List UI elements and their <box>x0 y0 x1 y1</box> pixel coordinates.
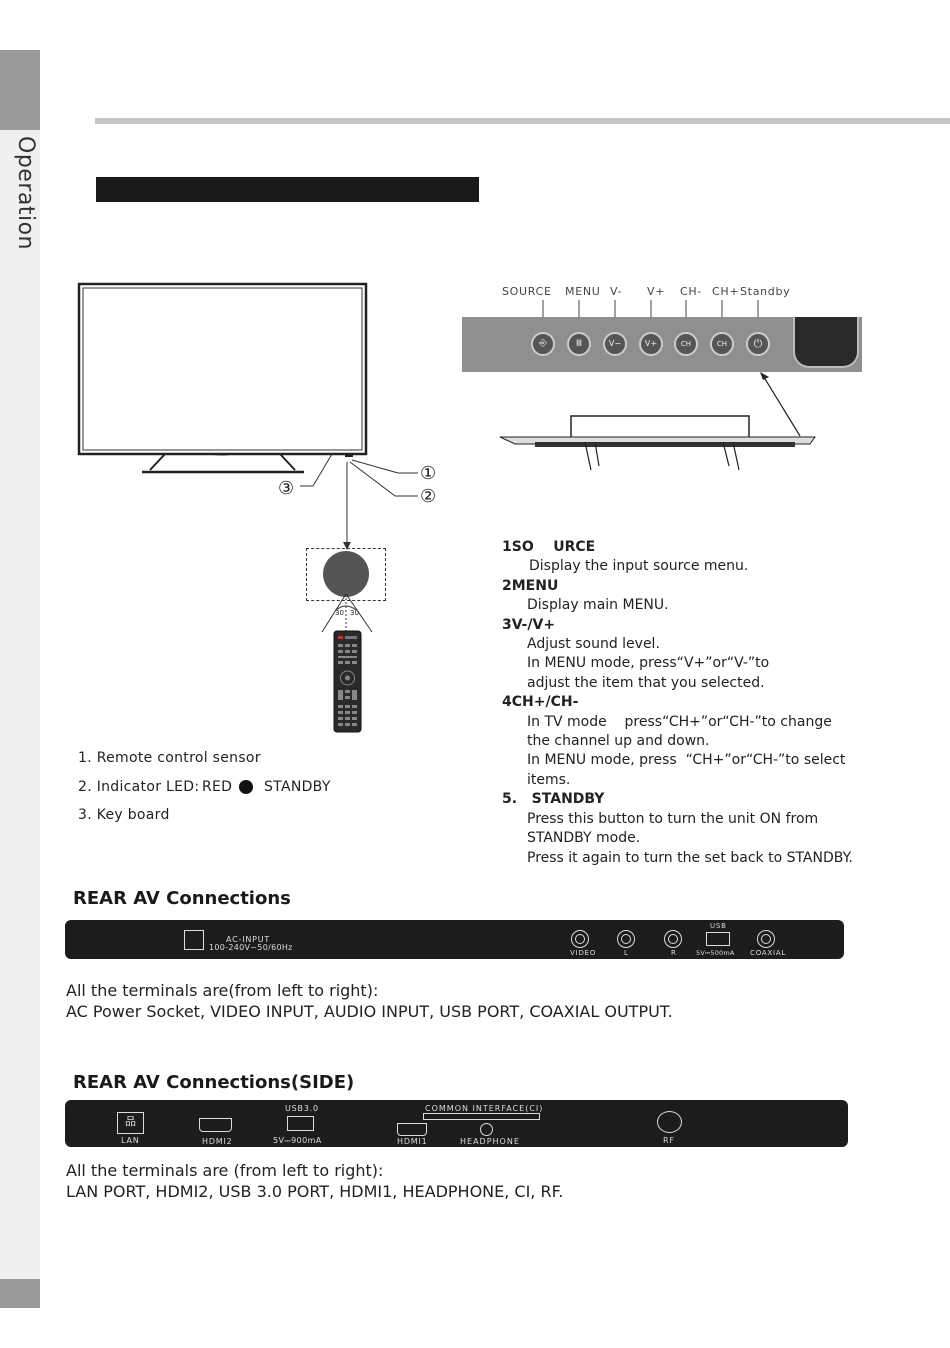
hdmi2-port <box>199 1118 232 1132</box>
section-title: Operation <box>13 136 38 250</box>
usb-rating-label: 5V⎓500mA <box>696 949 735 957</box>
header-rule <box>95 118 950 124</box>
rear-section-title: REAR AV Connections <box>73 888 291 909</box>
rear-desc-line2: AC Power Socket, VIDEO INPUT, AUDIO INPU… <box>66 1002 673 1021</box>
coaxial-jack <box>757 930 775 948</box>
desc-line: In MENU mode, press“V+”or“V-”to <box>527 655 770 672</box>
callout-lines <box>300 453 418 550</box>
led-state-label: STANDBY <box>264 779 331 795</box>
video-jack <box>571 930 589 948</box>
sidebar-tab <box>0 50 40 130</box>
usb-label: USB <box>710 922 727 930</box>
callout-3: ③ <box>278 478 295 499</box>
label-vol-up: V+ <box>647 285 666 298</box>
desc-line: Display the input source menu. <box>529 558 749 575</box>
standby-button[interactable]: ⏻ <box>746 332 770 356</box>
label-ch-up: CH+ <box>712 285 740 298</box>
headphone-label: HEADPHONE <box>460 1137 520 1146</box>
desc-line: items. <box>527 771 571 788</box>
hdmi1-port <box>397 1123 427 1136</box>
led-color-label: RED <box>202 779 233 795</box>
coaxial-label: COAXIAL <box>750 949 787 957</box>
side-panel <box>65 1100 848 1147</box>
audio-r-label: R <box>671 949 677 957</box>
rear-desc-line1: All the terminals are(from left to right… <box>66 981 379 1000</box>
callout-1: ① <box>420 463 437 484</box>
sensor-angle-left: 30 <box>335 609 344 617</box>
desc-line: adjust the item that you selected. <box>527 674 765 691</box>
audio-r-jack <box>664 930 682 948</box>
desc-heading-menu: 2MENU <box>502 577 559 594</box>
label-menu: MENU <box>565 285 601 298</box>
side-desc-line1: All the terminals are (from left to righ… <box>66 1161 384 1180</box>
audio-l-label: L <box>624 949 629 957</box>
usb3-rating-label: 5V⎓900mA <box>273 1136 322 1145</box>
desc-heading-volume: 3V-/V+ <box>502 616 556 633</box>
channel-down-button[interactable]: CH <box>674 332 698 356</box>
rf-jack <box>657 1111 682 1133</box>
desc-heading-standby: 5. STANDBY <box>502 791 605 808</box>
label-vol-down: V- <box>610 285 623 298</box>
sidebar-strip <box>0 130 40 1280</box>
tv-front-diagram <box>77 282 368 474</box>
ac-input-label: AC-INPUT <box>226 935 271 944</box>
remote-control-illustration <box>333 630 362 733</box>
hdmi2-label: HDMI2 <box>202 1137 233 1146</box>
hdmi1-label: HDMI1 <box>397 1137 428 1146</box>
desc-line: Adjust sound level. <box>527 636 660 653</box>
sensor-detail-box <box>306 548 386 601</box>
video-label: VIDEO <box>570 949 597 957</box>
label-source: SOURCE <box>502 285 552 298</box>
label-ch-down: CH- <box>680 285 703 298</box>
desc-line: In MENU mode, press “CH+”or“CH-”to selec… <box>527 752 846 769</box>
lan-label: LAN <box>121 1136 140 1145</box>
lan-port-icon: 品 <box>117 1112 144 1134</box>
sensor-angle-right: 30 <box>350 609 359 617</box>
section-bar <box>96 177 479 202</box>
desc-line: In TV mode press“CH+”or“CH-”to change <box>527 713 832 730</box>
label-standby: Standby <box>740 285 791 298</box>
audio-l-jack <box>617 930 635 948</box>
front-part-1: 1. Remote control sensor <box>78 750 261 766</box>
ac-rating-label: 100-240V~50/60Hz <box>209 943 293 952</box>
ci-slot <box>423 1113 540 1120</box>
desc-line: Press this button to turn the unit ON fr… <box>527 810 819 827</box>
side-desc-line2: LAN PORT, HDMI2, USB 3.0 PORT, HDMI1, HE… <box>66 1182 564 1201</box>
desc-line: STANDBY mode. <box>527 830 641 847</box>
channel-up-button[interactable]: CH <box>710 332 734 356</box>
usb3-label: USB3.0 <box>285 1104 319 1113</box>
volume-down-button[interactable]: V− <box>603 332 627 356</box>
desc-line: Display main MENU. <box>527 597 669 614</box>
button-descriptions: 1SO URCE Display the input source menu. … <box>502 538 942 868</box>
volume-up-button[interactable]: V+ <box>639 332 663 356</box>
usb3-port <box>287 1116 314 1131</box>
sensor-angle-lines <box>321 593 373 633</box>
front-part-2: 2. Indicator LED: <box>78 779 200 795</box>
desc-heading-channel: 4CH+/CH- <box>502 694 579 711</box>
menu-button[interactable]: Ⅲ <box>567 332 591 356</box>
ac-socket <box>184 930 204 950</box>
page-number-tab <box>0 1279 40 1308</box>
rear-panel <box>65 920 844 959</box>
callout-2: ② <box>420 486 437 507</box>
headphone-jack <box>480 1123 493 1136</box>
usb-port <box>706 932 730 946</box>
side-section-title: REAR AV Connections(SIDE) <box>73 1072 355 1093</box>
remote-sensor-window <box>323 551 369 597</box>
source-button[interactable]: ⎆ <box>531 332 555 356</box>
rf-label: RF <box>663 1136 675 1145</box>
led-dot-icon <box>239 780 253 794</box>
tv-bottom-diagram <box>499 372 816 471</box>
control-panel-bezel <box>793 317 859 368</box>
front-part-3: 3. Key board <box>78 807 170 823</box>
desc-line: Press it again to turn the set back to S… <box>527 849 853 866</box>
ci-label: COMMON INTERFACE(CI) <box>425 1104 544 1113</box>
desc-heading-source: 1SO URCE <box>502 539 596 555</box>
desc-line: the channel up and down. <box>527 733 710 750</box>
